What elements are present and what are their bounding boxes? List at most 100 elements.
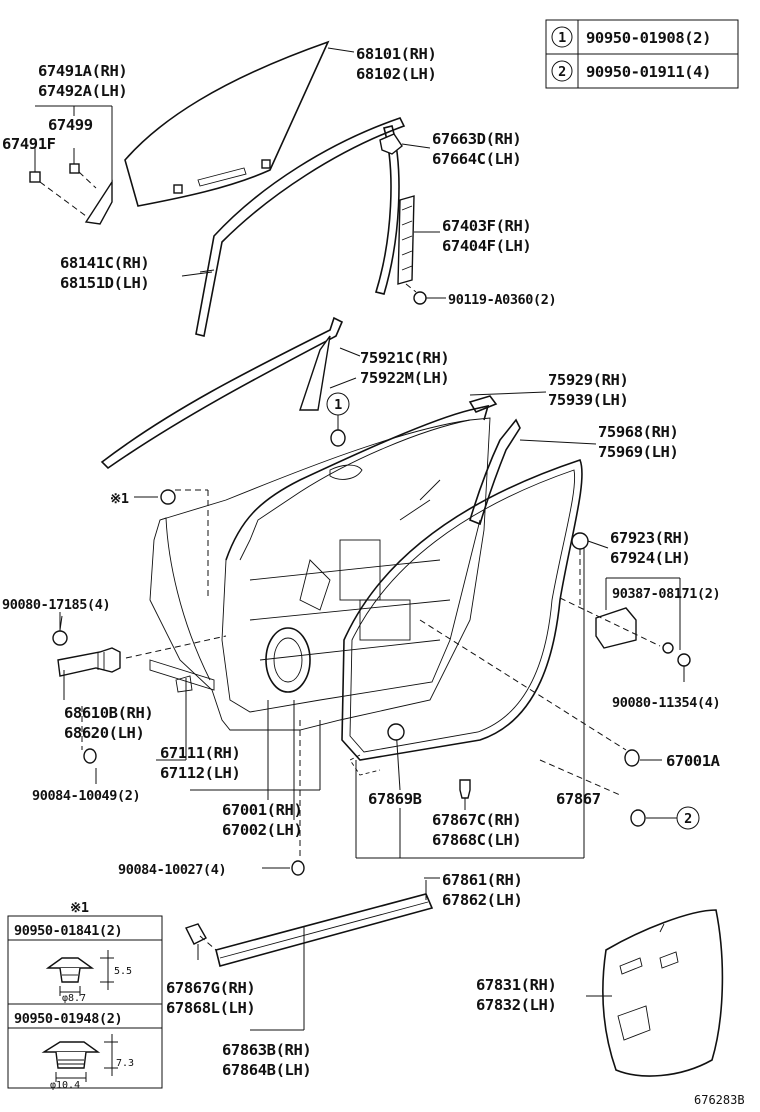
clip-part xyxy=(160,489,176,505)
part-label: 90119-A0360(2) xyxy=(448,292,556,308)
door-skin-part xyxy=(149,417,491,731)
rocker-moulding-part xyxy=(215,893,434,967)
part-label: 75921C(RH) xyxy=(360,349,449,367)
clip-part xyxy=(185,923,207,945)
legend-table: 1 90950-01908(2) 2 90950-01911(4) xyxy=(545,19,739,89)
legend-mark-circle xyxy=(551,26,573,48)
label-leaders xyxy=(59,271,597,879)
upper-weatherstrip-group xyxy=(100,316,361,470)
inset-detail: ※1 90950-01841(2) 90950-01948(2) 5.5 φ8.… xyxy=(7,900,163,1091)
svg-text:1: 1 xyxy=(334,397,342,413)
part-label: 67112(LH) xyxy=(160,764,240,782)
part-label: 67832(LH) xyxy=(476,996,556,1014)
part-label: 67002(LH) xyxy=(222,821,302,839)
part-label: 67864B(LH) xyxy=(222,1061,311,1079)
service-cover-group xyxy=(586,909,724,1077)
circle-mark-2: 2 xyxy=(630,806,700,830)
bolt-part xyxy=(52,630,68,646)
part-label: 67868L(LH) xyxy=(166,999,255,1017)
bolt-part xyxy=(291,860,305,876)
part-label: 67001A xyxy=(666,752,721,770)
part-label: 67867G(RH) xyxy=(166,979,255,997)
part-label: 67404F(LH) xyxy=(442,237,531,255)
part-label: 68101(RH) xyxy=(356,45,436,63)
bolt-part xyxy=(677,653,691,667)
part-label: 67491A(RH) xyxy=(38,62,127,80)
svg-text:2: 2 xyxy=(684,811,692,827)
part-label: 75922M(LH) xyxy=(360,369,449,387)
service-cover-part xyxy=(602,909,724,1077)
door-glass-group xyxy=(124,40,355,207)
part-label: 67869B xyxy=(368,790,422,808)
legend-part-number: 90950-01911(4) xyxy=(586,63,711,81)
dimension-diameter: φ8.7 xyxy=(62,993,86,1004)
part-label: 68102(LH) xyxy=(356,65,436,83)
part-label: 75968(RH) xyxy=(598,423,678,441)
part-label: 67403F(RH) xyxy=(442,217,531,235)
part-label: 67867 xyxy=(556,790,601,808)
legend-mark-circle xyxy=(551,60,573,82)
part-label: 90080-17185(4) xyxy=(2,597,110,613)
part-label: 75929(RH) xyxy=(548,371,628,389)
corner-cover-group xyxy=(29,105,113,225)
weatherstrip-part xyxy=(100,316,344,470)
part-label: 67867C(RH) xyxy=(432,811,521,829)
part-label: 67924(LH) xyxy=(610,549,690,567)
diagram-code: 676283B xyxy=(694,1093,745,1107)
dimension-height: 5.5 xyxy=(114,966,132,977)
division-bar-part xyxy=(397,195,415,285)
corner-cover-part xyxy=(84,179,113,225)
inset-marker: ※1 xyxy=(70,900,89,916)
part-label: 67831(RH) xyxy=(476,976,556,994)
pad-part xyxy=(595,607,637,649)
clip-profile xyxy=(45,957,95,969)
part-label: 75969(LH) xyxy=(598,443,678,461)
run-channel-part xyxy=(195,117,406,337)
part-label: 67663D(RH) xyxy=(432,130,521,148)
part-label: 67923(RH) xyxy=(610,529,690,547)
inset-part-number: 90950-01841(2) xyxy=(14,923,122,939)
callout-marker: ※1 xyxy=(110,491,129,507)
part-labels: 67491A(RH) 67492A(LH) 67499 67491F 68101… xyxy=(2,45,745,1107)
circle-mark-1: 1 xyxy=(326,392,350,447)
clip-part xyxy=(387,723,405,741)
door-shell-group xyxy=(149,404,491,731)
door-hinge-group xyxy=(52,612,227,784)
legend-mark: 2 xyxy=(558,64,566,80)
part-label: 67492A(LH) xyxy=(38,82,127,100)
inset-part-number: 90950-01948(2) xyxy=(14,1011,122,1027)
belt-moulding-part xyxy=(469,418,521,526)
glass-channel-part xyxy=(197,167,247,187)
dimension-height: 7.3 xyxy=(116,1058,134,1069)
hinge-part xyxy=(57,647,121,677)
legend-mark: 1 xyxy=(558,30,566,46)
part-label: 67863B(RH) xyxy=(222,1041,311,1059)
part-label: 90084-10027(4) xyxy=(118,862,226,878)
clip-part xyxy=(571,532,589,550)
dimension-diameter: φ10.4 xyxy=(50,1080,80,1091)
part-label: 68620(LH) xyxy=(64,724,144,742)
clip-part xyxy=(459,779,471,799)
part-label: 68141C(RH) xyxy=(60,254,149,272)
bracket-part xyxy=(379,133,403,155)
speaker-hole xyxy=(265,627,311,693)
door-glass-part xyxy=(124,40,330,207)
part-label: 67861(RH) xyxy=(442,871,522,889)
part-label: 90080-11354(4) xyxy=(612,695,720,711)
part-label: 67111(RH) xyxy=(160,744,240,762)
bolt-part xyxy=(413,291,427,305)
part-label: 90084-10049(2) xyxy=(32,788,140,804)
part-label: 67491F xyxy=(2,135,56,153)
door-weatherstrip-group xyxy=(341,459,583,776)
clip-part xyxy=(29,171,41,183)
part-label: 67862(LH) xyxy=(442,891,522,909)
rocker-moulding-group xyxy=(185,880,434,1031)
part-label: 67001(RH) xyxy=(222,801,302,819)
division-bar-group xyxy=(379,133,446,305)
legend-part-number: 90950-01908(2) xyxy=(586,29,711,47)
part-label: 67499 xyxy=(48,116,93,134)
run-channel-group xyxy=(195,117,406,337)
door-check-pad-group xyxy=(419,532,691,796)
clip-part xyxy=(69,163,80,174)
